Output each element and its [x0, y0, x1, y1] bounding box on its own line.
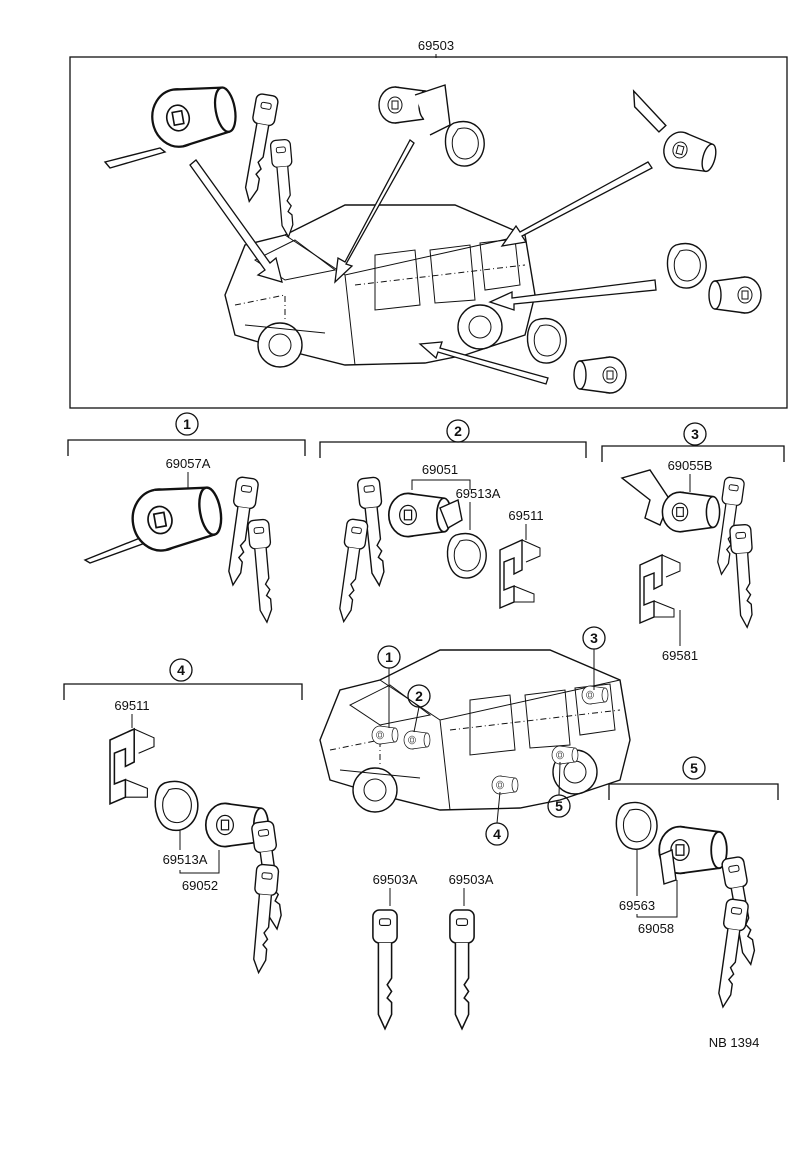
section-5-badge: [682, 756, 706, 780]
arrow-hood: [334, 139, 415, 284]
front-door-lock-overview: [573, 356, 627, 394]
vehicle-detail: 1 2 3 4 5: [319, 626, 631, 846]
section-3-number: 3: [691, 426, 699, 442]
section-4: 4 69511 69513A 69052: [63, 658, 303, 975]
section-3-badge: [683, 422, 707, 446]
section-1-badge: [175, 412, 199, 436]
section-3-bracket: [601, 445, 785, 462]
part-label-69513A-4: 69513A: [163, 852, 208, 867]
ignition-lock-overview: [103, 78, 299, 239]
arrow-front-door: [418, 341, 549, 385]
part-label-69511-2: 69511: [508, 508, 543, 523]
part-label-69513A-2: 69513A: [456, 486, 501, 501]
part-label-69581: 69581: [662, 648, 698, 663]
section-1-bracket: [67, 439, 306, 456]
section-2-number: 2: [454, 423, 462, 439]
section-4-number: 4: [177, 662, 185, 678]
gasket-overview-2: [666, 242, 707, 289]
hood-lock-overview: [378, 84, 451, 136]
section-5-number: 5: [690, 760, 698, 776]
vehicle-callout-4-number: 4: [493, 826, 501, 842]
arrow-side-door: [488, 279, 657, 311]
vehicle-callout-1-number: 1: [385, 649, 393, 665]
overview-part-label: 69503: [418, 38, 454, 53]
overview-panel: 69503: [69, 38, 788, 409]
section-5-bracket: [608, 783, 779, 800]
part-label-69055B: 69055B: [668, 458, 713, 473]
sub-key: [449, 909, 475, 1030]
section-1-number: 1: [183, 416, 191, 432]
key-label-2: 69503A: [449, 872, 494, 887]
gasket-overview-1: [444, 120, 485, 167]
part-label-69057A: 69057A: [166, 456, 211, 471]
section-5: 5 69563 69058: [608, 756, 779, 1010]
section-3: 3 69055B 69581: [601, 422, 785, 663]
part-label-69058: 69058: [638, 921, 674, 936]
vehicle-callout-3-number: 3: [590, 630, 598, 646]
side-door-lock-overview: [708, 276, 762, 314]
vehicle-callout-2-number: 2: [415, 688, 423, 704]
key-label-1: 69503A: [373, 872, 418, 887]
arrow-back-door: [500, 161, 653, 247]
gasket-overview-3: [526, 317, 567, 364]
section-1: 1 69057A: [67, 412, 306, 624]
spare-keys: 69503A 69503A: [372, 872, 494, 1030]
section-4-bracket: [63, 683, 303, 700]
overview-frame: [69, 56, 788, 409]
master-key: [372, 909, 398, 1030]
part-label-69511-4: 69511: [114, 698, 149, 713]
diagram-code: NB 1394: [709, 1035, 760, 1050]
part-label-69052: 69052: [182, 878, 218, 893]
section-2: 2 69051 69513A 69511: [319, 419, 587, 624]
back-door-lock-overview: [632, 89, 721, 178]
vehicle-callout-5-number: 5: [555, 798, 563, 814]
vehicle-overview: [224, 204, 536, 368]
section-4-badge: [169, 658, 193, 682]
part-label-69563: 69563: [619, 898, 655, 913]
section-2-bracket: [319, 441, 587, 458]
part-label-69051: 69051: [422, 462, 458, 477]
arrow-ignition: [189, 159, 283, 283]
